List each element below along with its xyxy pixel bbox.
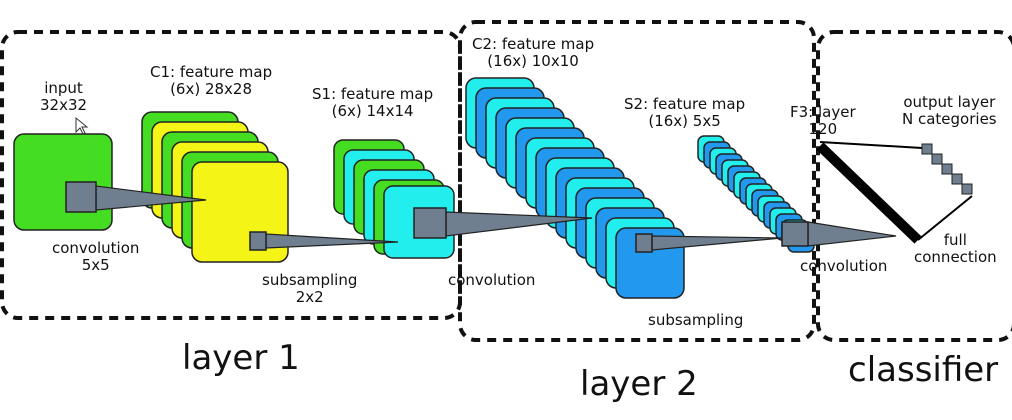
classifier-group-box bbox=[816, 30, 1012, 342]
input-label-line2: 32x32 bbox=[40, 96, 88, 114]
full-connection-label: full connection bbox=[914, 232, 997, 266]
full-connection-line2: connection bbox=[914, 248, 997, 266]
f3-layer-bar bbox=[816, 142, 922, 244]
conv1-label: convolution 5x5 bbox=[52, 240, 139, 274]
output-label: output layer N categories bbox=[902, 94, 997, 128]
classifier-caption: classifier bbox=[848, 350, 999, 390]
full-connection-block bbox=[816, 141, 973, 244]
s2-label-line2: (16x) 5x5 bbox=[648, 112, 721, 130]
c1-label-line2: (6x) 28x28 bbox=[170, 80, 253, 98]
layer1-caption: layer 1 bbox=[182, 338, 300, 378]
s2-label-line1: S2: feature map bbox=[624, 95, 746, 113]
connection-top-edge bbox=[819, 141, 923, 149]
sub1-label: subsampling 2x2 bbox=[262, 272, 357, 306]
mouse-cursor-icon bbox=[75, 116, 89, 135]
input-label-line1: input bbox=[44, 79, 83, 97]
kernel-projections bbox=[65, 181, 897, 253]
c2-label: C2: feature map (16x) 10x10 bbox=[472, 36, 594, 70]
s1-label-line1: S1: feature map bbox=[312, 85, 434, 103]
sub1-label-line2: 2x2 bbox=[295, 288, 324, 306]
sub2-projection bbox=[651, 235, 783, 251]
conv2-label-text: convolution bbox=[448, 271, 536, 289]
sub1-kernel bbox=[249, 231, 267, 251]
output-label-line1: output layer bbox=[903, 93, 996, 111]
output-node-4 bbox=[951, 173, 963, 185]
conv3-label-text: convolution bbox=[800, 257, 888, 275]
connection-right-edge bbox=[917, 195, 973, 241]
conv1-label-line1: convolution bbox=[52, 239, 140, 257]
layer2-group-box bbox=[458, 20, 816, 342]
f3-label-line1: F3: layer bbox=[790, 103, 856, 121]
s1-label-line2: (6x) 14x14 bbox=[331, 102, 414, 120]
output-node-2 bbox=[931, 153, 943, 165]
conv2-kernel bbox=[413, 207, 447, 239]
output-node-5 bbox=[961, 183, 973, 195]
s1-label: S1: feature map (6x) 14x14 bbox=[312, 86, 433, 120]
sub2-label: subsampling bbox=[648, 312, 743, 329]
input-label: input 32x32 bbox=[40, 80, 87, 114]
c2-feature-maps bbox=[465, 77, 685, 299]
sub2-kernel bbox=[635, 233, 653, 253]
f3-label: F3: layer 120 bbox=[790, 104, 856, 138]
sub1-label-line1: subsampling bbox=[262, 271, 358, 289]
conv3-label: convolution bbox=[800, 258, 887, 275]
s2-label: S2: feature map (16x) 5x5 bbox=[624, 96, 745, 130]
output-node-1 bbox=[921, 143, 933, 155]
output-node-3 bbox=[941, 163, 953, 175]
conv3-kernel bbox=[781, 221, 809, 247]
sub2-label-text: subsampling bbox=[648, 311, 744, 329]
layer2-caption: layer 2 bbox=[580, 364, 698, 404]
conv3-projection bbox=[807, 221, 897, 247]
full-connection-line1: full bbox=[943, 231, 967, 249]
f3-label-line2: 120 bbox=[808, 120, 838, 138]
c1-label-line1: C1: feature map bbox=[150, 63, 273, 81]
input-square bbox=[13, 133, 113, 231]
output-label-line2: N categories bbox=[902, 110, 997, 128]
c1-label: C1: feature map (6x) 28x28 bbox=[150, 64, 272, 98]
conv1-kernel bbox=[65, 181, 97, 213]
c2-label-line2: (16x) 10x10 bbox=[487, 52, 579, 70]
conv2-label: convolution bbox=[448, 272, 535, 289]
conv1-label-line2: 5x5 bbox=[81, 256, 110, 274]
c2-label-line1: C2: feature map bbox=[472, 35, 595, 53]
